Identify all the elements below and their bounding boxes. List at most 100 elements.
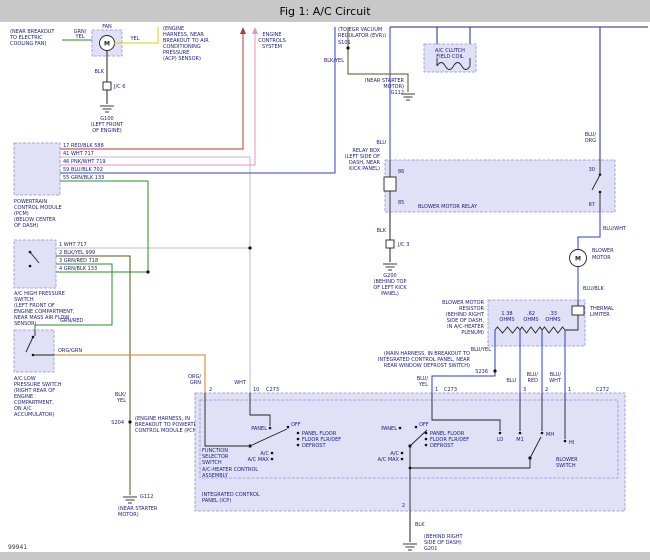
lps-name-2: PRESSURE SWITCH bbox=[14, 382, 62, 388]
contact-dot bbox=[518, 431, 522, 435]
resistor-element-62 bbox=[519, 326, 543, 334]
blower-motor-letter: M bbox=[575, 256, 581, 263]
blower-switch-name-2: SWITCH bbox=[556, 463, 576, 469]
acp-note-4: CONDITIONING bbox=[163, 44, 201, 50]
assembly-name-2: ASSEMBLY bbox=[202, 473, 229, 479]
splice-s204-label: S204 bbox=[111, 420, 124, 426]
doc-number: 99941 bbox=[8, 544, 27, 551]
egr-note-2: REGULATOR (EVR)) bbox=[338, 33, 386, 39]
contact-dot bbox=[598, 173, 602, 176]
relay-note-3: DASH, NEAR bbox=[349, 160, 381, 166]
acp-note-5: PRESSURE bbox=[163, 50, 189, 56]
relay-note-1: RELAY BOX bbox=[352, 148, 380, 154]
function-switch-name-1: FUNCTION bbox=[202, 448, 228, 454]
wire-grn-blk bbox=[56, 180, 149, 273]
hps-name-2: SWITCH bbox=[14, 297, 34, 303]
bank2-pos-panel: PANEL bbox=[381, 426, 397, 432]
ground-g112-top-2: MOTOR) bbox=[383, 84, 404, 90]
wire-label-blk-yel-2b: YEL bbox=[116, 398, 126, 404]
s204-note-1: (ENGINE HARNESS, IN bbox=[135, 416, 190, 422]
contact-dot bbox=[498, 431, 502, 435]
fan-note-3: COOLING FAN) bbox=[10, 41, 46, 47]
icp-pin-blu-red: 2 bbox=[545, 387, 548, 393]
resistor-value-2b: OHMS bbox=[523, 317, 538, 323]
acp-note-3: BREAKOUT TO AIR bbox=[163, 38, 209, 44]
thermal-limiter-icon bbox=[571, 305, 585, 316]
resistor-value-1a: 1.38 bbox=[501, 311, 512, 317]
ground-g112-bottom-1: G112 bbox=[140, 494, 153, 500]
bank2-pos-defrost: DEFROST bbox=[430, 443, 454, 449]
wire-label-blu-red-2: RED bbox=[528, 378, 539, 384]
footer-bar bbox=[0, 552, 650, 560]
junction-dot-wht bbox=[248, 246, 252, 250]
engine-controls-3: SYSTEM bbox=[262, 44, 282, 50]
contact-dot bbox=[424, 431, 428, 435]
acp-breakout-note: (ENGINE HARNESS, NEAR BREAKOUT TO AIR CO… bbox=[163, 26, 209, 62]
acp-note-1: (ENGINE bbox=[163, 26, 184, 32]
cooling-fan-circuit: (NEAR BREAKOUT TO ELECTRIC COOLING FAN) … bbox=[9, 24, 159, 134]
contact-dot bbox=[424, 437, 428, 441]
wire-label-yel: YEL bbox=[130, 36, 140, 42]
egr-note-1: (TO EGR VACUUM bbox=[338, 27, 382, 33]
pcm-name-2: CONTROL MODULE bbox=[14, 205, 62, 211]
ground-g112-top-1: (NEAR STARTER bbox=[365, 78, 405, 84]
icp-wire-org-grn-int bbox=[204, 393, 248, 447]
icp-name-1: INTEGRATED CONTROL bbox=[202, 492, 260, 498]
blower-motor-name-1: BLOWER bbox=[592, 248, 614, 254]
ground-g112-bottom-3: MOTOR) bbox=[118, 512, 139, 518]
hps-pin-2: 2 BLK/YEL 999 bbox=[59, 250, 95, 256]
bank1-pos-ac: A/C bbox=[260, 451, 269, 457]
ac-high-pressure-switch: 1 WHT 717 2 BLK/YEL 999 3 GRN/RED 718 4 … bbox=[13, 239, 131, 495]
relay-pin-86: 86 bbox=[398, 169, 404, 175]
splice-dot-s236 bbox=[493, 369, 497, 373]
icp-name-2: PANEL (ICP) bbox=[202, 498, 231, 504]
thermal-limiter-2: LIMITER bbox=[590, 312, 610, 318]
bank1-pos-ac-max: A/C MAX bbox=[248, 457, 270, 463]
wire-pnk-wht bbox=[60, 32, 256, 166]
resistor-element-33 bbox=[541, 326, 566, 334]
bank2-pos-ac: A/C bbox=[390, 451, 399, 457]
wire-label-blu-wht: BLU/WHT bbox=[603, 226, 627, 232]
fan-name: FAN bbox=[102, 24, 112, 30]
relay-switch-blade bbox=[591, 174, 601, 191]
junction-jc6-label: J/C 6 bbox=[113, 84, 125, 90]
blower-pos-m1: M1 bbox=[516, 437, 524, 443]
contact-dot bbox=[414, 425, 418, 429]
wire-label-blk-3: BLK bbox=[415, 522, 425, 528]
pcm-name-4: (BELOW CENTER bbox=[14, 217, 56, 223]
lps-switch-blade bbox=[25, 330, 54, 356]
ground-g100-2: (LEFT FRONT bbox=[91, 122, 124, 128]
harness-note-3: REAR WINDOW DEFROST SWITCH) bbox=[384, 363, 470, 369]
contact-dot bbox=[563, 439, 567, 443]
fan-note-2: TO ELECTRIC bbox=[9, 35, 43, 41]
arrow-up-red bbox=[240, 27, 246, 34]
wire-blu-wht bbox=[577, 212, 601, 250]
pcm-pin-17: 17 RED/BLK 588 bbox=[63, 143, 104, 149]
wire-label-blk-yel-2a: BLK/ bbox=[115, 392, 126, 398]
acp-note-6: (ACP) SENSOR) bbox=[163, 56, 201, 62]
bank2-pos-panel-floor: PANEL FLOOR bbox=[430, 431, 465, 437]
blower-motor-name-2: MOTOR bbox=[592, 255, 611, 261]
icp-pin-blu: 3 bbox=[523, 387, 526, 393]
icp-pin-bottom: 2 bbox=[402, 503, 405, 509]
acp-note-2: HARNESS, NEAR bbox=[163, 32, 204, 38]
relay-name: BLOWER MOTOR RELAY bbox=[418, 204, 478, 210]
ground-g201-1: (BEHIND RIGHT bbox=[424, 534, 464, 540]
contact-dot bbox=[424, 443, 428, 447]
junction-jc6-icon bbox=[102, 81, 112, 91]
lps-name-6: ON A/C bbox=[14, 406, 32, 412]
resistor-output-wires: BLU/YEL BLU BLU/ RED BLU/ WHT BLU/ YEL bbox=[417, 330, 566, 393]
thermal-lead-out bbox=[565, 315, 579, 331]
resistor-value-3a: .33 bbox=[549, 311, 557, 317]
harness-note-1: (MAIN HARNESS, IN BREAKOUT TO bbox=[384, 351, 470, 357]
wire-label-blu-wht-1: BLU/ bbox=[550, 372, 562, 378]
pcm-pin-41: 41 WHT 717 bbox=[63, 151, 94, 157]
icp-pin-blu-wht: 1 bbox=[568, 387, 571, 393]
g201-ground: BLK (BEHIND RIGHT SIDE OF DASH) G201 bbox=[402, 511, 464, 552]
lps-name-1: A/C LOW bbox=[14, 376, 36, 382]
contact-dot bbox=[400, 457, 404, 461]
pcm-name-1: POWERTRAIN bbox=[14, 199, 47, 205]
integrated-control-panel: 2 10 C273 1 C273 3 2 1 C272 ORG/ GRN WHT… bbox=[188, 374, 626, 512]
relay-box bbox=[384, 159, 616, 213]
pcm-name-5: OF DASH) bbox=[14, 223, 39, 229]
